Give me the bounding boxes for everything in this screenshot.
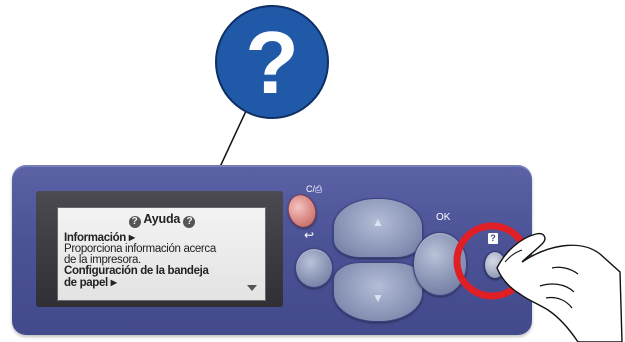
triangle-right-icon: ▶ (110, 278, 117, 287)
menu-item-label: Información (64, 232, 126, 244)
down-arrow-button[interactable]: ▼ (333, 262, 423, 322)
menu-item-description: Proporciona información acerca (64, 243, 216, 255)
up-arrow-icon: ▲ (372, 215, 384, 229)
menu-item-description: de la impresora. (64, 254, 141, 266)
scroll-down-icon (247, 285, 257, 291)
lcd-title-row: ? Ayuda ? (64, 212, 260, 228)
menu-item-bandeja-cont[interactable]: de papel ▶ (64, 277, 260, 289)
help-label-icon: ? (488, 233, 498, 244)
menu-item-bandeja[interactable]: Configuración de la bandeja (64, 265, 260, 277)
cancel-label: C/⎙ (306, 184, 323, 194)
back-button[interactable] (295, 248, 333, 288)
menu-item-informacion[interactable]: Información ▶ (64, 232, 260, 244)
down-arrow-icon: ▼ (372, 291, 384, 305)
lcd-title: Ayuda (143, 212, 181, 226)
ok-label: OK (436, 212, 451, 223)
hand-icon (496, 232, 623, 342)
menu-item-label: Configuración de la bandeja (64, 265, 209, 277)
triangle-right-icon: ▶ (128, 233, 135, 242)
question-circle-icon: ? (183, 216, 196, 228)
question-circle-icon: ? (128, 216, 141, 228)
lcd-display: ? Ayuda ? Información ▶ Proporciona info… (57, 207, 266, 301)
printer-icon: ⎙ (315, 184, 323, 194)
back-icon: ↩ (304, 228, 315, 242)
callout-question-mark: ? (245, 13, 299, 112)
up-arrow-button[interactable]: ▲ (333, 198, 423, 258)
menu-item-label: de papel (64, 277, 108, 289)
callout-circle (215, 5, 329, 119)
